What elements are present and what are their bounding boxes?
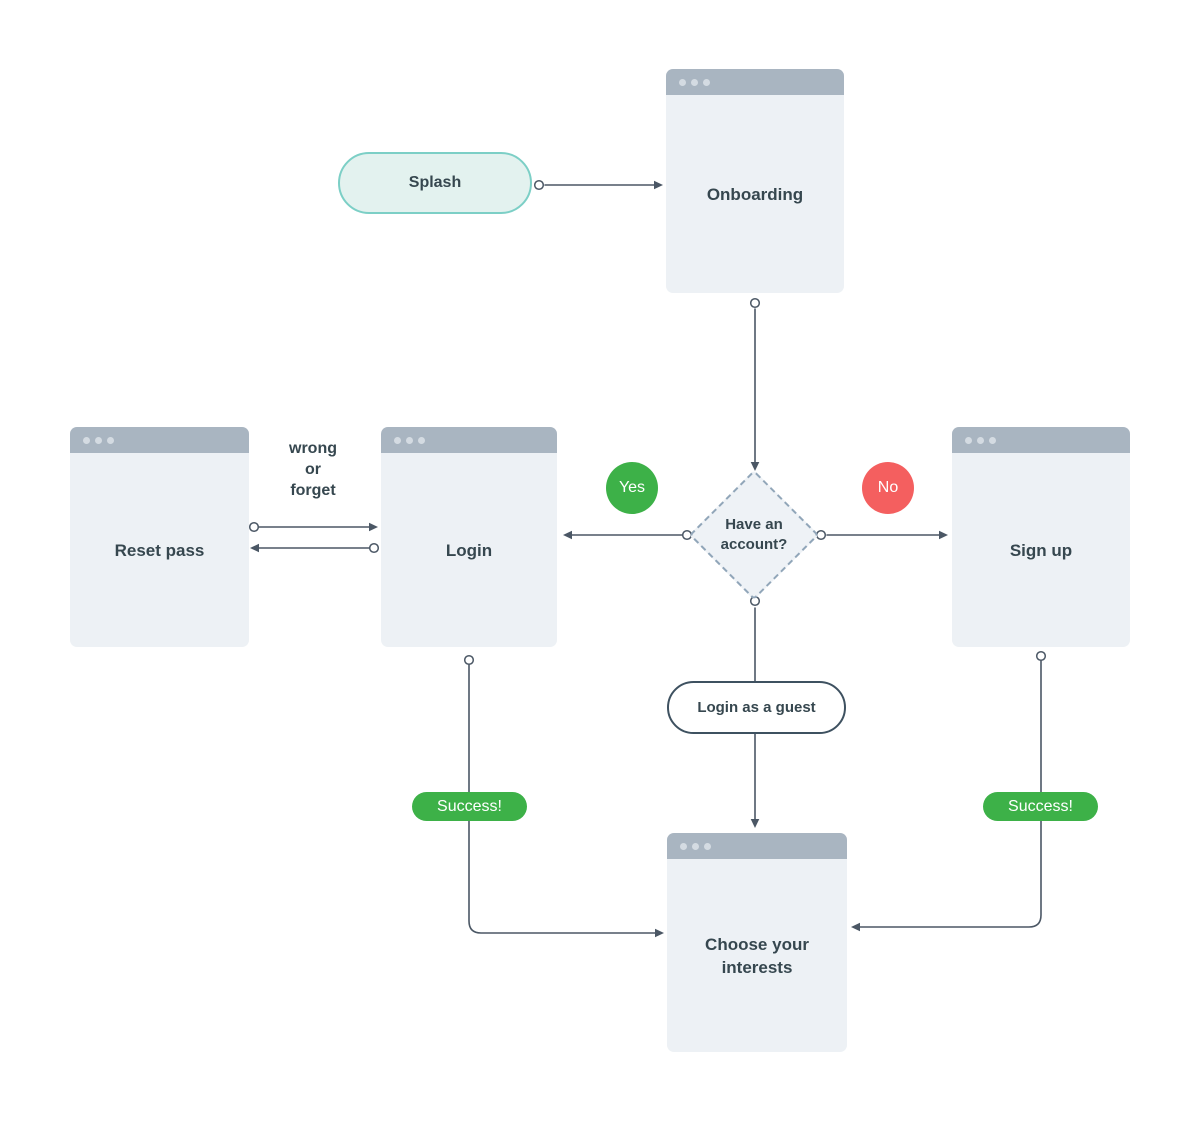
arrowhead-decision [750, 462, 760, 471]
window-dot-icon [692, 842, 699, 850]
window-titlebar [666, 69, 844, 95]
arrowhead-login-yes [563, 530, 572, 540]
edge-login-choose-success [468, 664, 658, 934]
dot-resetpass-out [248, 521, 260, 533]
badge-success-signup: Success! [983, 792, 1098, 821]
node-onboarding-label: Onboarding [706, 184, 804, 204]
arrowhead-choose-from-login [655, 928, 664, 938]
node-login: Login [381, 427, 557, 647]
node-sign-up-label: Sign up [1009, 540, 1073, 560]
badge-no: No [862, 462, 914, 514]
arrowhead-signup-no [939, 530, 948, 540]
window-body: Login [381, 453, 557, 647]
node-reset-pass-label: Reset pass [114, 540, 205, 560]
node-login-label: Login [445, 540, 493, 560]
edge-lines [256, 184, 1042, 934]
window-dot-icon [406, 436, 413, 444]
arrowhead-choose-from-signup [851, 922, 860, 932]
window-dot-icon [83, 436, 90, 444]
node-have-account-label: Have an account? [720, 516, 788, 553]
window-body: Sign up [952, 453, 1130, 647]
label-wrong-or-forget: wrong or forget [289, 440, 337, 499]
window-dot-icon [418, 436, 425, 444]
window-dot-icon [965, 436, 972, 444]
arrowhead-login-from-reset [369, 522, 378, 532]
node-choose-interests: Choose your interests [667, 833, 847, 1052]
node-choose-interests-label: Choose your interests [705, 934, 809, 977]
window-dot-icon [703, 78, 710, 86]
node-have-account-decision: Have an account? [688, 469, 820, 601]
badge-success-login: Success! [412, 792, 527, 821]
window-body: Reset pass [70, 453, 249, 647]
dot-login-left-out [368, 542, 380, 554]
window-dot-icon [95, 436, 102, 444]
dot-login-bottom-out [463, 654, 475, 666]
window-dot-icon [680, 842, 687, 850]
dot-signup-bottom-out [1035, 650, 1047, 662]
window-dot-icon [107, 436, 114, 444]
arrowhead-onboarding [654, 180, 663, 190]
badge-yes: Yes [606, 462, 658, 514]
dot-splash-out [533, 179, 545, 191]
connector-dots [248, 179, 1047, 666]
arrowheads [250, 180, 948, 938]
window-titlebar [381, 427, 557, 453]
node-onboarding: Onboarding [666, 69, 844, 293]
window-dot-icon [679, 78, 686, 86]
node-reset-pass: Reset pass [70, 427, 249, 647]
window-dot-icon [977, 436, 984, 444]
window-titlebar [70, 427, 249, 453]
node-splash: Splash [338, 152, 532, 214]
node-login-as-guest: Login as a guest [667, 681, 846, 734]
window-dot-icon [394, 436, 401, 444]
window-dot-icon [704, 842, 711, 850]
arrowhead-reset-from-login [250, 543, 259, 553]
node-sign-up: Sign up [952, 427, 1130, 647]
arrowhead-choose-guest [750, 819, 760, 828]
window-titlebar [952, 427, 1130, 453]
window-body: Choose your interests [667, 859, 847, 1052]
window-dot-icon [989, 436, 996, 444]
dot-onboarding-out [749, 297, 761, 309]
window-titlebar [667, 833, 847, 859]
edge-signup-choose-success [857, 660, 1042, 928]
window-dot-icon [691, 78, 698, 86]
window-body: Onboarding [666, 95, 844, 293]
